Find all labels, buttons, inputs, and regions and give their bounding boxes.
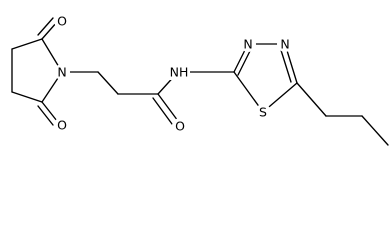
bond [37,17,54,36]
atom-label-nitrogen-ring-1: N [243,37,252,52]
bond [97,71,119,95]
atom-label-layer: O N O NH O N N S [54,13,293,134]
molecule-canvas: O N O NH O N N S [11,13,389,146]
bond [279,46,292,83]
atom-label-oxygen-amide: O [175,119,185,134]
bond [296,82,327,117]
bond [41,21,58,40]
bond [37,105,54,126]
bond [41,101,58,122]
atom-mask [54,64,70,80]
bond [11,91,43,103]
atom-mask [54,117,70,133]
bond [152,97,173,125]
atom-mask [172,118,188,134]
structure-diagram: O N O NH O N N S [11,13,389,146]
atom-label-nitrogen-ring-2: N [280,37,289,52]
atom-label-oxygen-top: O [57,14,67,29]
bond [157,93,179,122]
bond [11,38,43,50]
bond [233,71,264,113]
atom-mask [255,104,271,120]
atom-mask [168,64,190,80]
atom-mask [240,36,256,52]
bond [361,115,389,146]
atom-label-sulfur: S [259,105,267,120]
atom-mask [54,13,70,29]
atom-label-nh: NH [170,65,189,80]
atom-label-nitrogen-imide: N [57,65,66,80]
atom-mask [277,36,293,52]
atom-label-oxygen-bottom: O [57,118,67,133]
